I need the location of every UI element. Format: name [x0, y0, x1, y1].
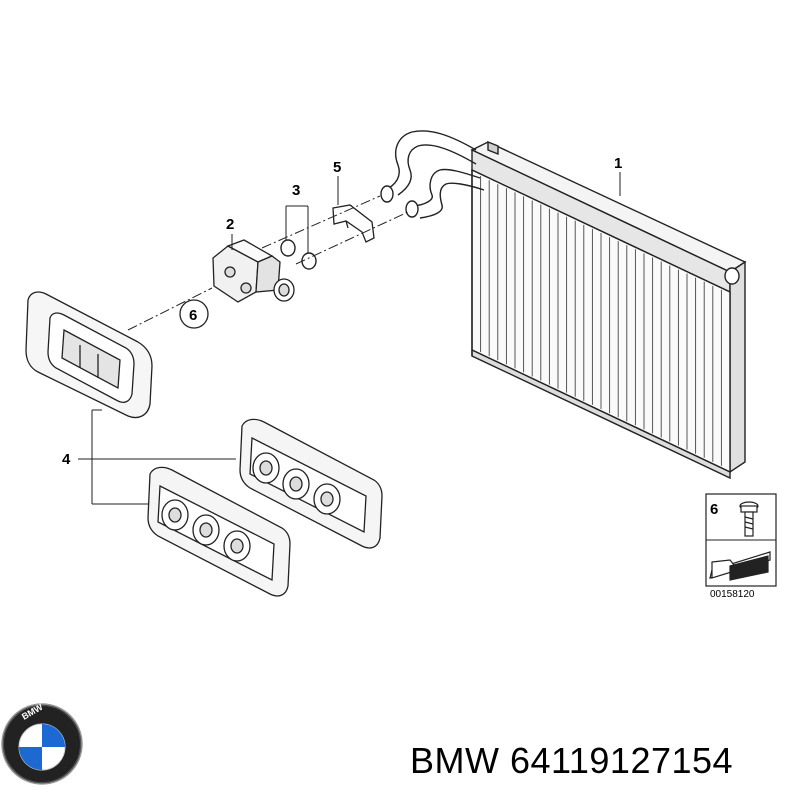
inset-screw-box: 6 00158120: [705, 493, 777, 600]
inset-label: 6: [710, 501, 718, 518]
seal-plate-lower: [147, 466, 291, 597]
screw-icon: [739, 501, 759, 537]
expansion-valve: [212, 239, 295, 303]
callout-6-circle: [179, 299, 209, 329]
callout-1: 1: [614, 155, 622, 172]
callout-4: 4: [62, 451, 71, 468]
heater-core: [470, 140, 747, 480]
brand-name: BMW: [410, 740, 500, 781]
part-caption: BMW 64119127154: [410, 740, 733, 782]
leader-lines: [78, 172, 621, 505]
diagram-id: 00158120: [710, 589, 755, 600]
arrow-wedge-icon: [709, 551, 771, 581]
heater-pipes: [380, 130, 485, 219]
heater-core-fins: [480, 176, 722, 466]
large-gasket: [25, 291, 153, 419]
callout-2: 2: [226, 216, 234, 233]
callout-3: 3: [292, 182, 300, 199]
part-number: 64119127154: [510, 740, 734, 781]
seal-plate-upper: [239, 418, 383, 549]
o-rings: [280, 239, 317, 270]
pipe-bracket: [332, 204, 375, 243]
bmw-logo-icon: BMW: [1, 702, 83, 785]
callout-5: 5: [333, 159, 341, 176]
callout-6: 6: [189, 307, 197, 324]
